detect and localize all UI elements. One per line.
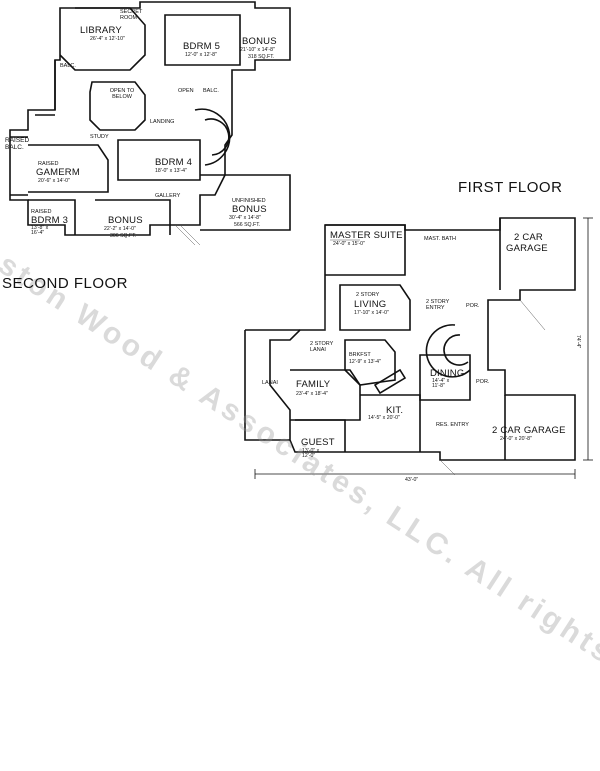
garage-top-line1: 2 CAR: [514, 232, 543, 243]
first-floor-lanai: [244, 329, 300, 441]
bdrm3-dims: 13'-8" x 16'-4": [31, 225, 49, 237]
first-floor-stair-inner: [443, 334, 469, 366]
bonus-top-area: 318 SQ.FT.: [248, 54, 275, 60]
living-prefix: 2 STORY: [356, 292, 380, 298]
master-suite-dims: 24'-0" x 15'-0": [333, 241, 365, 247]
gallery-label: GALLERY: [155, 193, 181, 199]
first-floor-outline: [269, 217, 576, 461]
first-floor-brkfst: [344, 339, 396, 386]
first-floor-stair-curve: [425, 324, 471, 378]
garage-top-line2: GARAGE: [506, 243, 548, 254]
second-floor-stair-curve-inner: [204, 118, 230, 156]
res-entry-label: RES. ENTRY: [436, 422, 469, 428]
garage-bottom-label: 2 CAR GARAGE: [492, 425, 566, 436]
dining-dims: 14'-4" x 11'-8": [432, 378, 450, 390]
open-label: OPEN: [178, 88, 194, 94]
lanai-2story-label: 2 STORY LANAI: [310, 341, 334, 353]
floor-plan-drawing: [9, 1, 593, 479]
bonus-unfinished-label: BONUS: [232, 204, 267, 215]
second-floor-bdrm4: [117, 139, 201, 181]
second-floor-bonus-wing: [200, 174, 291, 231]
gamerm-label: GAMERM: [36, 167, 80, 178]
bdrm3-prefix: RAISED: [31, 209, 52, 215]
secret-room-label: SECRET ROOM: [120, 9, 143, 21]
second-floor-open-to-below: [89, 81, 146, 131]
living-label: LIVING: [354, 299, 387, 310]
bonus-mid-label: BONUS: [108, 215, 143, 226]
family-label: FAMILY: [296, 379, 331, 390]
second-floor-bdrm5-walls: [164, 14, 241, 66]
bonus-top-dims: 21'-10" x 14'-8": [240, 47, 275, 53]
gamerm-prefix: RAISED: [38, 161, 59, 167]
second-floor-outline: [9, 1, 291, 236]
dining-label: DINING: [430, 368, 465, 379]
first-floor-living: [339, 284, 411, 331]
bdrm4-dims: 18'-0" x 13'-4": [155, 168, 187, 174]
open-to-below-label: OPEN TO BELOW: [109, 88, 135, 100]
first-floor-dining: [419, 354, 471, 401]
second-floor-balcony-rail: [35, 60, 56, 116]
second-floor-bonus-mid: [95, 199, 171, 235]
first-floor-kitchen-island: [373, 368, 407, 395]
kitchen-dims: 14'-5" x 20'-0": [368, 415, 400, 421]
first-floor-title: FIRST FLOOR: [458, 179, 563, 196]
kitchen-label: KIT.: [386, 405, 404, 416]
library-dims: 26'-4" x 12'-10": [90, 36, 125, 42]
first-floor-guest: [295, 419, 346, 452]
bdrm5-dims: 12'-0" x 12'-8": [185, 52, 217, 58]
library-label: LIBRARY: [80, 25, 122, 36]
first-floor-kitchen: [360, 394, 421, 452]
brkfst-dims: 12'-9" x 13'-4": [349, 359, 381, 365]
porch-bottom-label: POR.: [476, 379, 490, 385]
living-dims: 17'-10" x 14'-0": [354, 310, 389, 316]
second-floor-bdrm3: [28, 199, 76, 235]
family-dims: 23'-4" x 18'-4": [296, 391, 328, 397]
balcony-left-label: BALC.: [60, 63, 76, 69]
master-suite-label: MASTER SUITE: [330, 230, 403, 241]
second-floor-title: SECOND FLOOR: [2, 275, 129, 292]
second-floor-stair-curve: [194, 108, 231, 166]
gamerm-dims: 20'-6" x 14'-0": [38, 178, 70, 184]
bdrm5-label: BDRM 5: [183, 41, 221, 52]
balcony-right-label: BALC.: [203, 88, 219, 94]
bonus-mid-dims: 22'-2" x 14'-0": [104, 226, 136, 232]
second-floor-library-octagon: [59, 7, 146, 71]
landing-label: LANDING: [150, 119, 175, 125]
bonus-unfinished-prefix: UNFINISHED: [232, 198, 266, 204]
lanai-label: LANAI: [262, 380, 278, 386]
raised-balcony-label: RAISED BALC.: [5, 137, 30, 151]
entry-label: 2 STORY ENTRY: [426, 299, 450, 311]
overall-width-label: 43'-0": [405, 477, 419, 483]
bonus-unfinished-area: 566 SQ.FT.: [234, 222, 261, 228]
brkfst-label: BRKFST: [349, 352, 371, 358]
second-floor-gamerm: [28, 144, 109, 193]
overall-depth-label: 74'-4": [575, 335, 581, 349]
guest-dims: 13'-0" x 12'-0": [302, 448, 320, 460]
bonus-mid-area: 306 SQ.FT.: [110, 233, 137, 239]
guest-label: GUEST: [301, 437, 335, 448]
porch-top-label: POR.: [466, 303, 480, 309]
garage-bottom-dims: 24'-0" x 20'-8": [500, 436, 532, 442]
bonus-top-label: BONUS: [242, 36, 277, 47]
bdrm4-label: BDRM 4: [155, 157, 193, 168]
bdrm3-label: BDRM 3: [31, 215, 69, 226]
bonus-unfinished-dims: 30'-4" x 14'-8": [229, 215, 261, 221]
study-label: STUDY: [90, 134, 109, 140]
first-floor-master: [325, 224, 406, 276]
master-bath-label: MAST. BATH: [424, 236, 456, 242]
